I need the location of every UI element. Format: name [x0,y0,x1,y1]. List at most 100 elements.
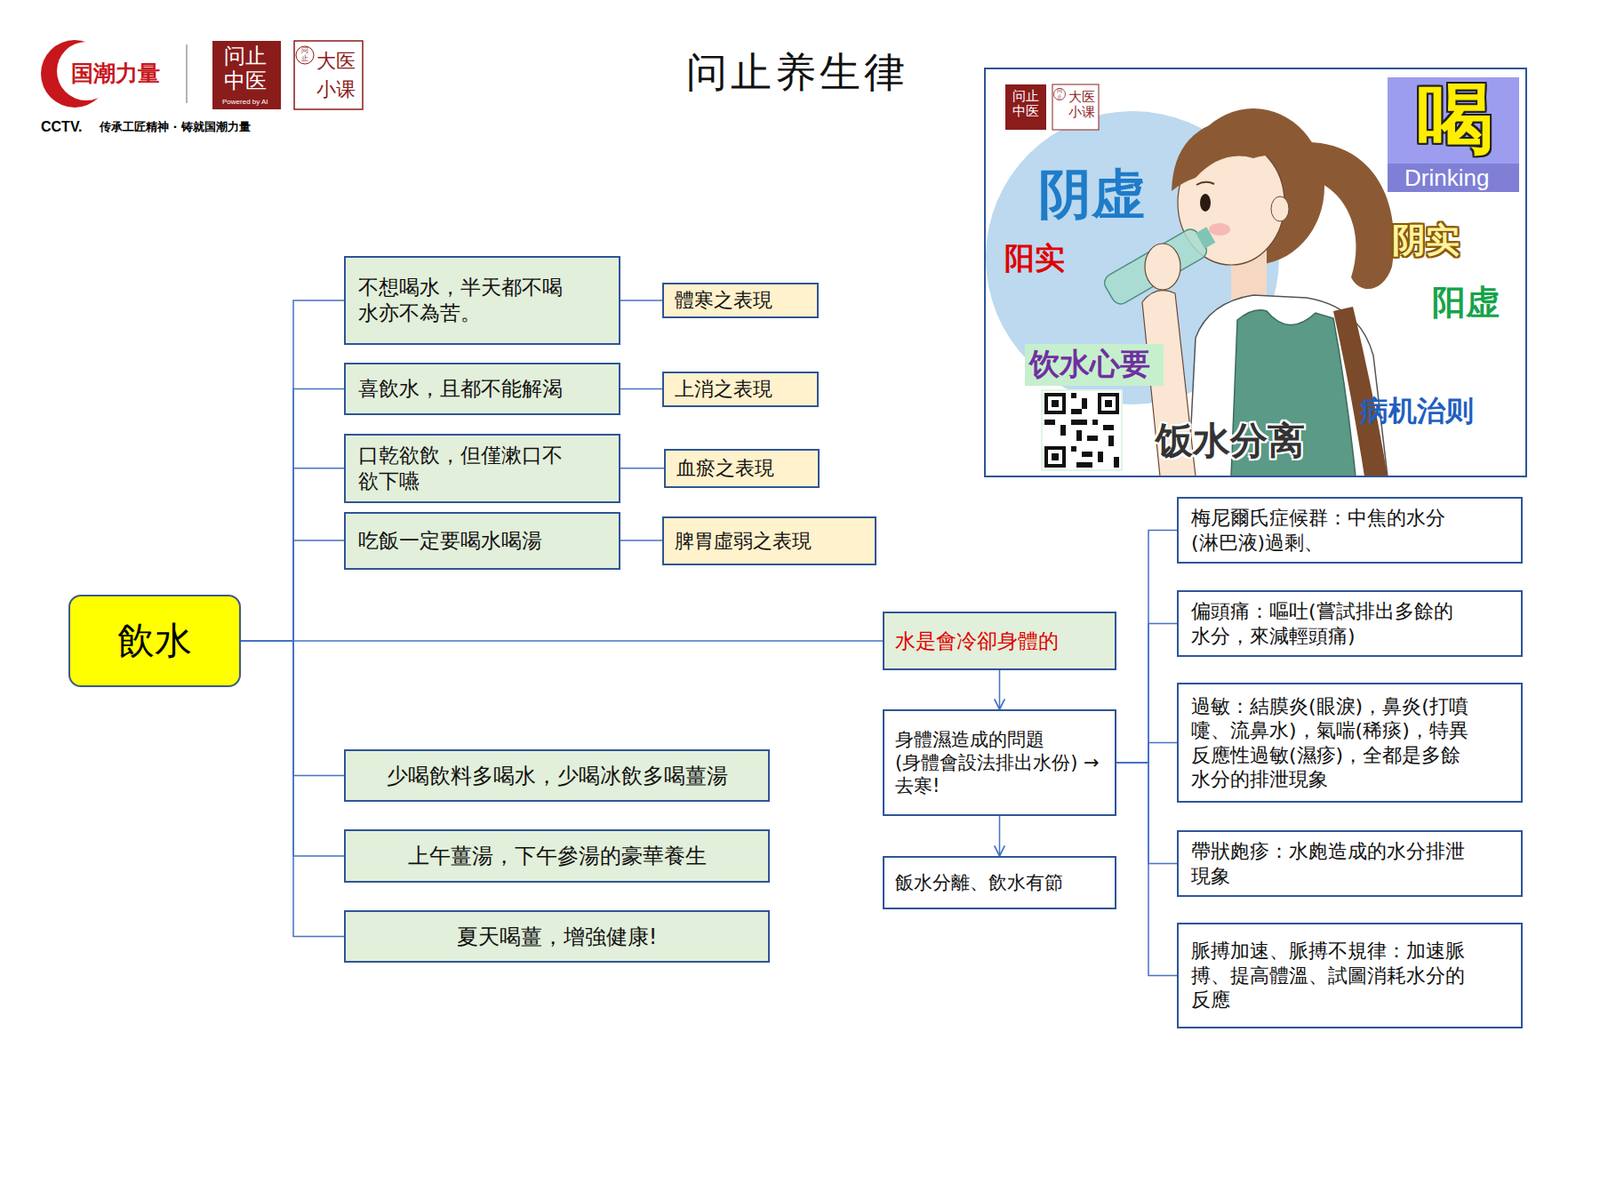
qr-code-rect [1048,449,1063,464]
illustration-panel-g-rect [1052,84,1099,130]
connector [999,670,1001,710]
brand-slogan: 传承工匠精神 · 铸就国潮力量 [99,120,251,135]
connector [620,388,663,391]
brand-logo [40,40,363,110]
qr-code-rect [1044,446,1066,468]
keyword: 饮水心要 [1029,346,1151,382]
qr-code-rect [1087,435,1098,441]
panel-logo-seal: 问止 [1056,88,1063,100]
qr-code-rect [1113,456,1120,468]
connector [240,540,344,641]
brand-logo-rect [294,40,363,110]
tag-box: 上消之表現 [662,371,819,408]
connector [1116,762,1177,976]
headline-glyph: 喝 [1416,80,1494,157]
illustration-panel-g-rect [1005,84,1047,130]
node-text: 夏天喝薑，增強健康! [358,923,756,951]
qr-code-rect [1042,391,1121,470]
node-text: 水是會冷卻身體的 [895,628,1104,655]
root-box: 飲水 [68,594,241,688]
illustration-panel-rect [984,68,1527,477]
illustration-panel-rect [984,68,1527,477]
qr-code-rect [1071,392,1077,399]
connector [240,640,344,776]
qr-code-rect [1092,419,1098,425]
logo-subtext: Powered by AI [222,97,269,107]
node-text: 上消之表現 [674,376,807,402]
node-text: 帶狀皰疹：水皰造成的水分排泄 現象 [1191,839,1495,888]
tag-box: 體寒之表現 [662,282,819,319]
node-text: 上午薑湯，下午參湯的豪華養生 [358,842,756,870]
node-text: 體寒之表現 [674,288,807,313]
qr-code-rect [1051,400,1059,408]
illustration-panel [984,68,1527,477]
girl-figure-g-rect [1195,226,1216,248]
tag-box: 脾胃虛弱之表現 [662,516,877,566]
logo-seal: 问止 [301,47,309,64]
girl-figure-g [1101,220,1219,307]
girl-figure-path [1196,182,1215,185]
connector [240,468,344,641]
panel-logo-text: 问止 中医 [1011,88,1040,120]
keyword: 饭水分离 [1155,419,1305,463]
keyword: 阳实 [1004,241,1065,275]
girl-figure-ellipse [1208,223,1231,236]
qr-code-rect [1081,451,1093,457]
qr-code-rect [1048,396,1063,411]
connector [1116,530,1177,764]
illustration-panel-g-circle [1054,88,1066,101]
symptom-box: 脈搏加速、脈搏不規律：加速脈 搏、提高體溫、試圖消耗水分的 反應 [1176,922,1523,1029]
node-text: 喜飲水，且都不能解渴 [358,376,592,402]
qr-code-rect [1081,398,1088,409]
brand-logo-line [185,44,188,104]
connector [620,539,663,542]
node-text: 不想喝水，半天都不喝 水亦不為苦。 [358,274,592,327]
node-text: 過敏：結膜炎(眼淚)，鼻炎(打噴 嚏、流鼻水)，氣喘(稀痰)，特異 反應性過敏(… [1191,694,1495,792]
node-text: 脾胃虛弱之表現 [674,528,864,554]
girl-figure-path [1333,306,1388,477]
connector [1116,743,1177,764]
branch-box: 不想喝水，半天都不喝 水亦不為苦。 [344,256,621,345]
logo-text: 小课 [316,78,356,102]
node-text: 血瘀之表現 [676,456,808,481]
symptom-box: 偏頭痛：嘔吐(嘗試排出多餘的 水分，來減輕頭痛) [1176,590,1523,657]
logo-text: 大医 [316,49,356,73]
qr-code-rect [1051,453,1059,461]
connector [999,816,1001,856]
illustration-panel-g [985,77,1520,477]
qr-code [1040,389,1123,472]
node-text: 身體濕造成的問題 (身體會設法排出水份) →去寒! [895,728,1104,799]
node-text: 梅尼爾氏症候群：中焦的水分 (淋巴液)過剩、 [1191,505,1495,555]
qr-code-rect [1097,392,1120,415]
connector [1116,624,1177,764]
brand-mark: CCTV. [40,118,83,136]
process-box: 飯水分離、飲水有節 [882,856,1117,910]
headline-english: Drinking [1404,165,1489,192]
keyword: 病机治则 [1360,394,1474,428]
qr-code-rect [1097,451,1104,463]
connector [1116,762,1177,864]
girl-figure-g-rect [1101,225,1210,307]
connector [620,467,664,470]
illustration-panel-g-rect [1024,344,1164,386]
qr-code-rect [1040,389,1123,472]
brand-name: 国潮力量 [71,60,160,88]
node-text: 飲水 [79,617,231,665]
node-text: 偏頭痛：嘔吐(嘗試排出多餘的 水分，來減輕頭痛) [1191,599,1495,648]
connector [240,640,883,642]
tag-box: 血瘀之表現 [664,448,820,488]
brand-logo-rect [212,40,281,110]
advice-box: 少喝飲料多喝水，少喝冰飲多喝薑湯 [344,749,770,802]
node-text: 少喝飲料多喝水，少喝冰飲多喝薑湯 [358,762,756,790]
girl-figure [1101,108,1394,477]
logo-text: 问止 中医 [223,44,268,94]
node-text: 脈搏加速、脈搏不規律：加速脈 搏、提高體溫、試圖消耗水分的 反應 [1191,938,1495,1013]
connector [240,300,344,641]
illustration-panel-g-rect [1387,163,1520,192]
keyword: 阳虚 [1432,284,1500,322]
brand-logo-circle [296,46,314,64]
connector [240,640,344,856]
qr-code-rect [1108,435,1114,447]
qr-code-rect [1071,446,1077,452]
